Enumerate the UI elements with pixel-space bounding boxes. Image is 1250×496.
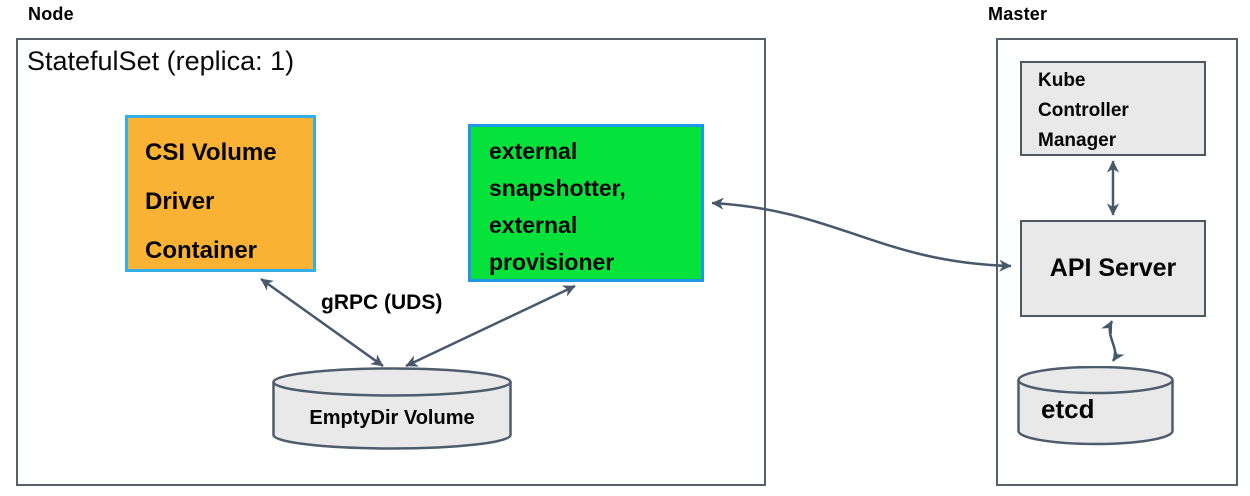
kube-controller-manager-box: Kube Controller Manager <box>1020 61 1206 156</box>
api-server-label: API Server <box>1049 254 1177 282</box>
api-server-box: API Server <box>1020 220 1206 317</box>
external-snapshotter-provisioner-box: external snapshotter, external provision… <box>468 124 704 282</box>
master-section-label: Master <box>988 4 1048 24</box>
csi-volume-driver-container-box: CSI Volume Driver Container <box>125 115 316 272</box>
node-section-label: Node <box>28 4 74 24</box>
statefulset-label: StatefulSet (replica: 1) <box>27 46 295 76</box>
grpc-uds-label: gRPC (UDS) <box>321 291 443 314</box>
